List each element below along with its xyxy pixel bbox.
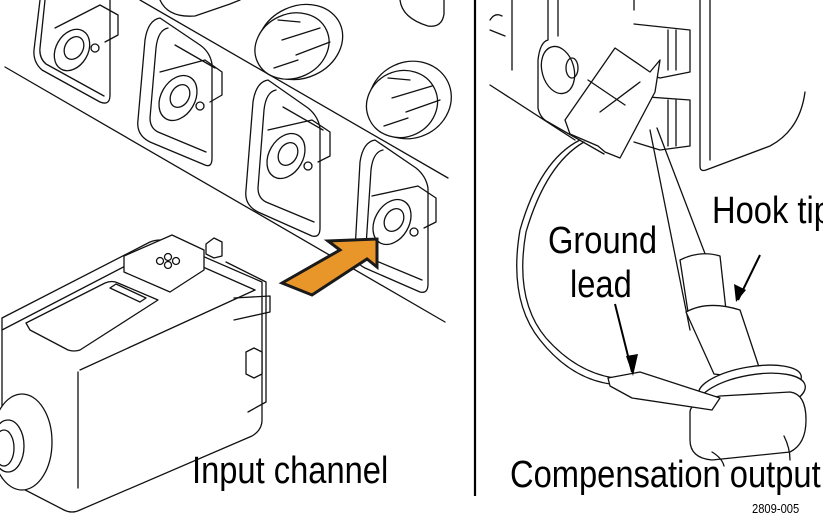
knob-2 — [365, 60, 452, 140]
input-channel-caption: Input channel — [192, 450, 389, 492]
left-panel-drawing — [0, 0, 452, 513]
hook-tip-arrowhead — [734, 284, 746, 302]
insert-arrow — [278, 237, 379, 297]
ground-lead-arrowhead — [626, 354, 638, 376]
knob-1 — [254, 3, 344, 81]
bnc-connector-2 — [137, 17, 223, 167]
bnc-connector-3 — [245, 79, 331, 237]
figure-number: 2809-005 — [752, 501, 800, 516]
ground-lead-label-line1: Ground — [548, 220, 658, 262]
bnc-connector-4 — [354, 139, 437, 293]
panel-top-edge — [139, 0, 449, 179]
callout-arrows — [614, 254, 761, 376]
compensation-output-caption: Compensation output — [510, 454, 821, 496]
hook-tip-label: Hook tip — [712, 190, 823, 232]
panel-bottom-edge — [4, 66, 446, 323]
right-panel-drawing — [489, 0, 807, 467]
probe-body — [0, 234, 271, 513]
ground-lead-label-line2: lead — [570, 264, 632, 306]
knob-top-partial — [159, 0, 445, 27]
bnc-connector-1 — [33, 0, 119, 104]
insert-arrow-shape — [278, 237, 379, 297]
